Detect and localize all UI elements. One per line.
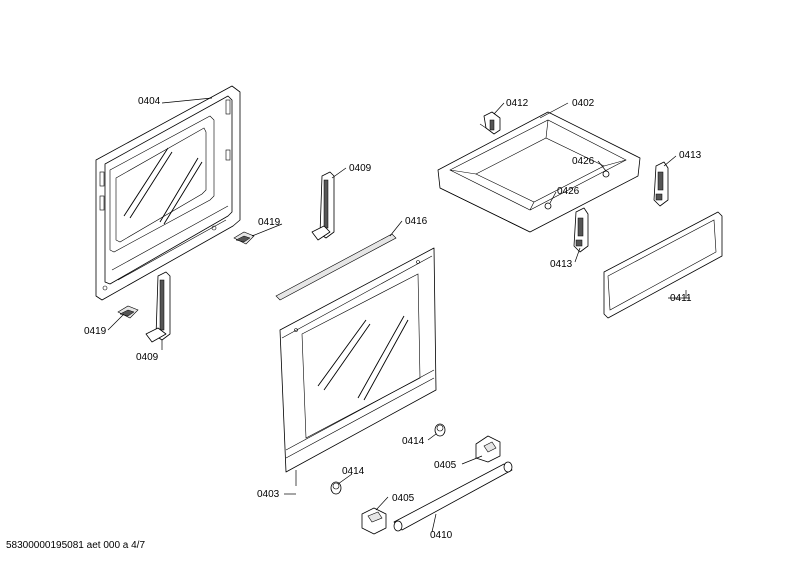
label-0426-upper: 0426 <box>572 156 595 167</box>
side-panel <box>603 211 723 319</box>
seal-strip <box>275 233 397 301</box>
label-0405-lower: 0405 <box>392 493 415 504</box>
label-0413-center: 0413 <box>550 259 573 270</box>
label-0402: 0402 <box>572 98 595 109</box>
label-0416: 0416 <box>405 216 428 227</box>
label-0426-lower: 0426 <box>557 186 580 197</box>
label-0413-right: 0413 <box>679 150 702 161</box>
label-0409-lower: 0409 <box>136 352 159 363</box>
holder-0405-lower <box>361 507 387 535</box>
label-0414-upper: 0414 <box>402 436 425 447</box>
label-0405-upper: 0405 <box>434 460 457 471</box>
inner-door-frame <box>95 85 241 301</box>
knob-0414-lower <box>330 481 342 495</box>
document-id: 58300000195081 aet 000 a 4/7 <box>6 540 146 551</box>
knob-0414-upper <box>434 423 446 437</box>
hinge-0409-lower <box>145 271 171 343</box>
label-0414-lower: 0414 <box>342 466 365 477</box>
bracket-0413-right <box>653 161 669 207</box>
label-0419-lower: 0419 <box>84 326 107 337</box>
leader-lines <box>107 97 690 533</box>
clip-0419-upper <box>233 231 255 245</box>
label-0419-upper: 0419 <box>258 217 281 228</box>
clip-0419-lower <box>117 305 139 319</box>
holder-0405-upper <box>475 435 501 463</box>
handle-bar <box>393 461 513 532</box>
label-0410: 0410 <box>430 530 453 541</box>
hinge-0409-upper <box>311 171 335 241</box>
outer-door <box>279 247 437 473</box>
label-0404: 0404 <box>138 96 161 107</box>
label-0411: 0411 <box>670 293 692 304</box>
label-0409-upper: 0409 <box>349 163 372 174</box>
part-labels: 0404 0402 0412 0426 0426 0413 0413 0409 … <box>84 96 702 541</box>
cavity-tray <box>437 111 641 233</box>
label-0412: 0412 <box>506 98 529 109</box>
bracket-0413-center <box>573 207 589 253</box>
label-0403: 0403 <box>257 489 280 500</box>
bracket-0412 <box>479 111 501 135</box>
